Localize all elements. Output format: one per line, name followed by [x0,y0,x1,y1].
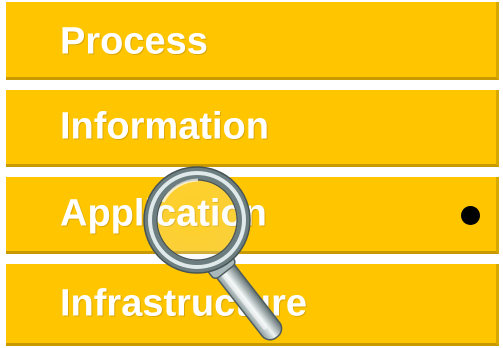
bullet-dot-icon [461,206,480,225]
magnifying-glass-icon [143,166,283,341]
layer-label-information: Information [60,105,269,148]
layer-information: Information [6,90,499,167]
layer-label-process: Process [60,20,208,63]
layer-process: Process [6,2,499,80]
